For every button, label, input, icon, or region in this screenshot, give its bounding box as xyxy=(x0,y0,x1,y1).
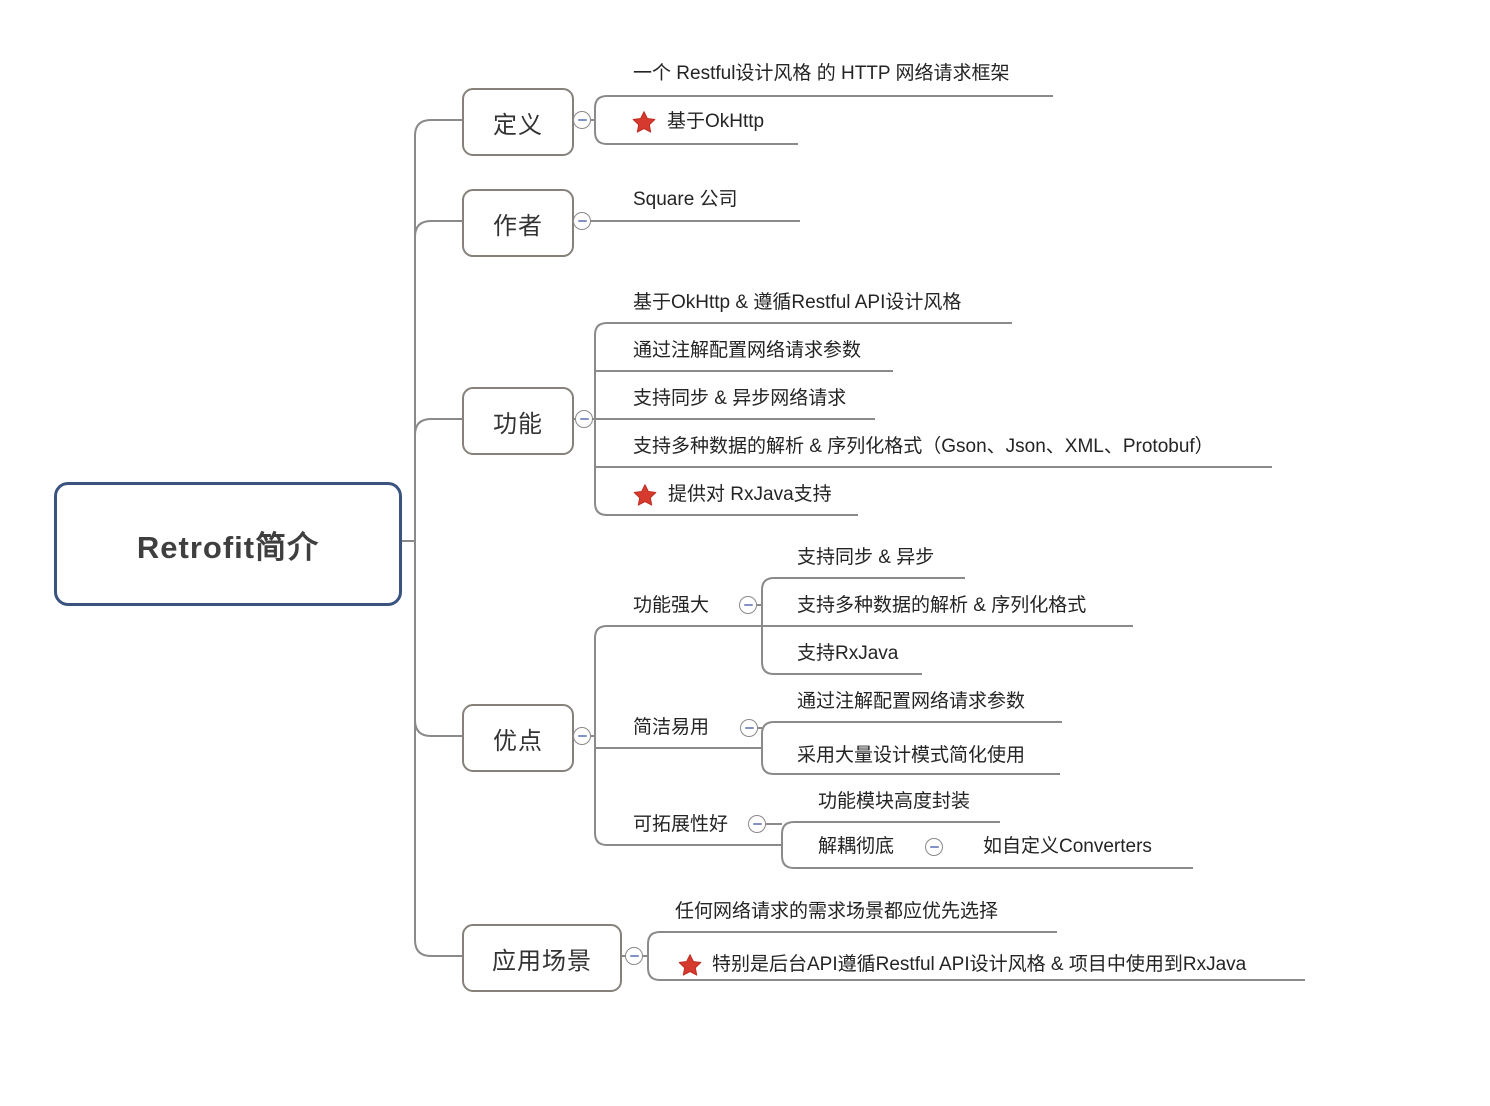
topic-definition[interactable]: 定义 xyxy=(462,88,574,156)
collapse-button-scenarios[interactable] xyxy=(625,947,643,965)
node-adv-sync-async[interactable]: 支持同步 & 异步 xyxy=(797,547,935,568)
minus-icon xyxy=(629,954,639,958)
node-adv-serialization[interactable]: 支持多种数据的解析 & 序列化格式 xyxy=(797,595,1087,616)
node-adv-custom-converters[interactable]: 如自定义Converters xyxy=(983,836,1152,857)
minus-icon xyxy=(752,822,762,826)
topic-application-scenarios[interactable]: 应用场景 xyxy=(462,924,622,992)
node-definition-desc[interactable]: 一个 Restful设计风格 的 HTTP 网络请求框架 xyxy=(633,63,1010,84)
node-adv-concise[interactable]: 简洁易用 xyxy=(633,717,710,738)
node-adv-encapsulation[interactable]: 功能模块高度封装 xyxy=(818,791,971,812)
red-star-icon xyxy=(632,111,656,133)
node-scenario-restful-rxjava[interactable]: 特别是后台API遵循Restful API设计风格 & 项目中使用到RxJava xyxy=(712,954,1247,975)
minus-icon xyxy=(743,603,753,607)
minus-icon xyxy=(577,219,587,223)
minus-icon xyxy=(579,417,589,421)
node-feature-annotations[interactable]: 通过注解配置网络请求参数 xyxy=(633,340,862,361)
node-feature-sync-async[interactable]: 支持同步 & 异步网络请求 xyxy=(633,388,847,409)
node-adv-rxjava[interactable]: 支持RxJava xyxy=(797,643,899,664)
root-topic[interactable]: Retrofit简介 xyxy=(54,482,402,606)
red-star-icon xyxy=(633,484,657,506)
node-based-on-okhttp[interactable]: 基于OkHttp xyxy=(667,111,765,132)
collapse-button-advantages[interactable] xyxy=(573,727,591,745)
minus-icon xyxy=(577,734,587,738)
node-adv-decoupled[interactable]: 解耦彻底 xyxy=(818,836,895,857)
topic-advantages[interactable]: 优点 xyxy=(462,704,574,772)
node-feature-serialization[interactable]: 支持多种数据的解析 & 序列化格式（Gson、Json、XML、Protobuf… xyxy=(633,436,1214,457)
collapse-button-decoupled[interactable] xyxy=(925,838,943,856)
node-adv-extensible[interactable]: 可拓展性好 xyxy=(633,814,729,835)
collapse-button-author[interactable] xyxy=(573,212,591,230)
collapse-button-features[interactable] xyxy=(575,410,593,428)
minus-icon xyxy=(929,845,939,849)
collapse-button-definition[interactable] xyxy=(573,111,591,129)
collapse-button-concise[interactable] xyxy=(740,719,758,737)
node-adv-annotations[interactable]: 通过注解配置网络请求参数 xyxy=(797,691,1026,712)
topic-features[interactable]: 功能 xyxy=(462,387,574,455)
minus-icon xyxy=(744,726,754,730)
node-feature-rxjava[interactable]: 提供对 RxJava支持 xyxy=(668,484,832,505)
collapse-button-powerful[interactable] xyxy=(739,596,757,614)
minus-icon xyxy=(577,118,587,122)
red-star-icon xyxy=(678,954,702,976)
node-square-company[interactable]: Square 公司 xyxy=(633,189,738,210)
node-adv-powerful[interactable]: 功能强大 xyxy=(633,595,710,616)
collapse-button-extensible[interactable] xyxy=(748,815,766,833)
node-feature-okhttp-restful[interactable]: 基于OkHttp & 遵循Restful API设计风格 xyxy=(633,292,962,313)
node-adv-design-patterns[interactable]: 采用大量设计模式简化使用 xyxy=(797,745,1026,766)
node-scenario-any-network[interactable]: 任何网络请求的需求场景都应优先选择 xyxy=(675,901,999,922)
topic-author[interactable]: 作者 xyxy=(462,189,574,257)
